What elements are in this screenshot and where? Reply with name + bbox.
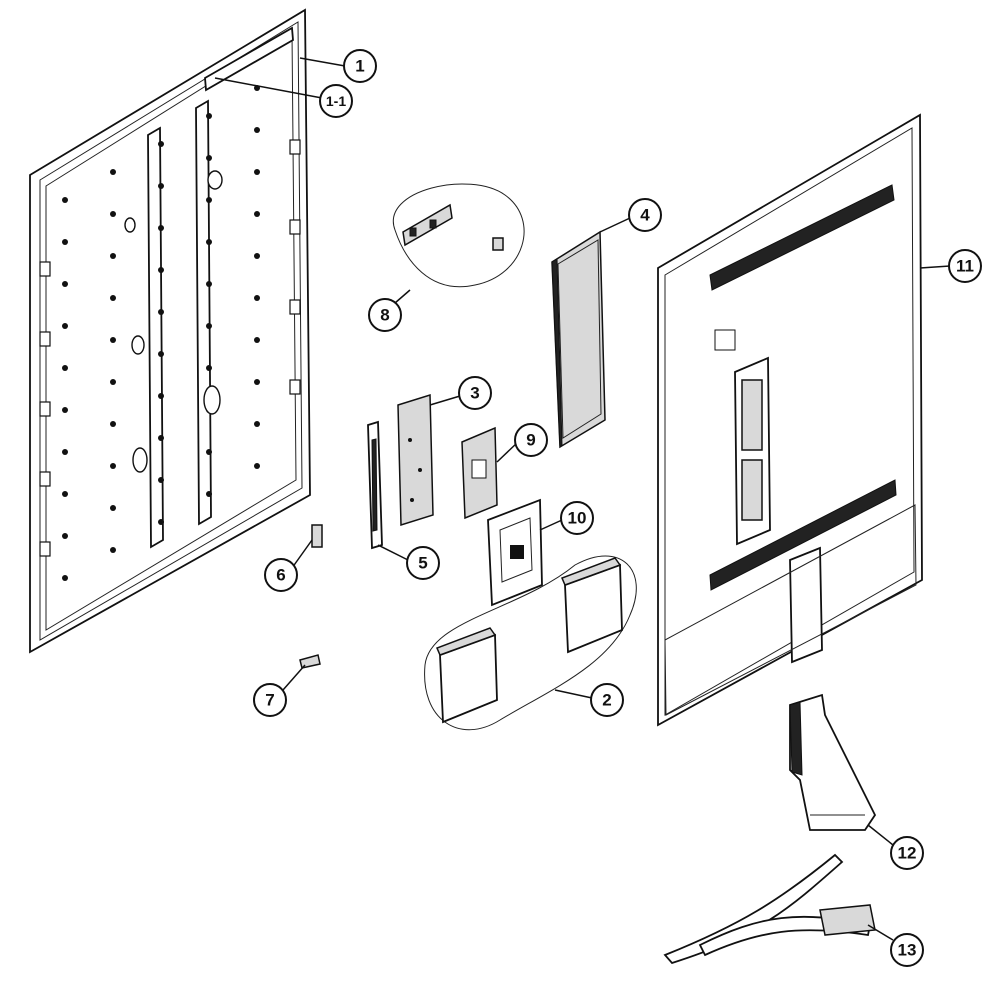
callout-7: 7 (253, 683, 287, 717)
callout-label: 2 (602, 691, 611, 710)
callout-13: 13 (890, 933, 924, 967)
callout-label: 11 (956, 257, 974, 276)
callout-label: 7 (265, 691, 274, 710)
mounting-hole (206, 281, 212, 287)
mounting-hole (158, 477, 164, 483)
mounting-hole (62, 197, 68, 203)
mounting-hole (206, 239, 212, 245)
callout-label: 4 (640, 206, 650, 225)
mounting-hole (110, 169, 116, 175)
mounting-hole (110, 547, 116, 553)
callout-8: 8 (368, 298, 402, 332)
mounting-hole (110, 463, 116, 469)
part-5-bracket-bar (367, 420, 383, 550)
callout-label: 8 (380, 306, 389, 325)
part-11-back-cover (657, 113, 923, 727)
panel-mounting-holes (62, 85, 260, 581)
mounting-hole (62, 407, 68, 413)
mounting-hole (62, 533, 68, 539)
callout-label: 1-1 (326, 93, 346, 109)
mounting-hole (254, 337, 260, 343)
mounting-hole (254, 169, 260, 175)
callout-12: 12 (890, 836, 924, 870)
callout-1: 1 (343, 49, 377, 83)
mounting-hole (206, 113, 212, 119)
mounting-hole (254, 127, 260, 133)
part-10-bracket (487, 498, 543, 607)
part-7-clip (299, 654, 321, 669)
part-12-stand-neck (789, 693, 877, 831)
mounting-hole (206, 323, 212, 329)
part-4-main-board-strip (551, 230, 606, 449)
mounting-hole (206, 197, 212, 203)
mounting-hole (158, 393, 164, 399)
mounting-hole (254, 295, 260, 301)
part-13-stand-base (663, 853, 876, 965)
callout-label: 6 (276, 566, 285, 585)
mounting-hole (254, 463, 260, 469)
callout-label: 9 (526, 431, 535, 450)
mounting-hole (62, 365, 68, 371)
mounting-hole (62, 491, 68, 497)
mounting-hole (110, 295, 116, 301)
mounting-hole (62, 281, 68, 287)
mounting-hole (110, 211, 116, 217)
callout-11: 11 (948, 249, 982, 283)
part-3-board (397, 393, 434, 527)
mounting-hole (110, 253, 116, 259)
callout-label: 3 (470, 384, 479, 403)
callout-2: 2 (590, 683, 624, 717)
mounting-hole (254, 379, 260, 385)
mounting-hole (62, 449, 68, 455)
mounting-hole (206, 449, 212, 455)
mounting-hole (206, 365, 212, 371)
part-8-small-boards (392, 183, 525, 288)
part-6-clip (311, 524, 323, 548)
part-1-display-panel (29, 8, 311, 654)
leader-lines (214, 57, 951, 941)
callout-label: 13 (898, 941, 917, 960)
mounting-hole (110, 379, 116, 385)
part-9-board (461, 426, 498, 520)
callout-label: 1 (355, 57, 364, 76)
callout-5: 5 (406, 546, 440, 580)
mounting-hole (206, 155, 212, 161)
callout-label: 10 (568, 509, 587, 528)
mounting-hole (254, 211, 260, 217)
mounting-hole (158, 141, 164, 147)
mounting-hole (206, 491, 212, 497)
callout-4: 4 (628, 198, 662, 232)
callout-label: 12 (898, 844, 917, 863)
mounting-hole (110, 505, 116, 511)
mounting-hole (110, 421, 116, 427)
mounting-hole (158, 183, 164, 189)
mounting-hole (62, 575, 68, 581)
mounting-hole (158, 519, 164, 525)
mounting-hole (62, 239, 68, 245)
mounting-hole (254, 421, 260, 427)
callout-9: 9 (514, 423, 548, 457)
mounting-hole (110, 337, 116, 343)
callout-1-1: 1-1 (319, 84, 353, 118)
mounting-hole (158, 435, 164, 441)
mounting-hole (158, 267, 164, 273)
mounting-hole (62, 323, 68, 329)
callout-label: 5 (418, 554, 427, 573)
callout-3: 3 (458, 376, 492, 410)
mounting-hole (158, 351, 164, 357)
mounting-hole (158, 225, 164, 231)
callout-10: 10 (560, 501, 594, 535)
mounting-hole (254, 253, 260, 259)
part-2-speakers (424, 555, 637, 731)
mounting-hole (158, 309, 164, 315)
callout-6: 6 (264, 558, 298, 592)
